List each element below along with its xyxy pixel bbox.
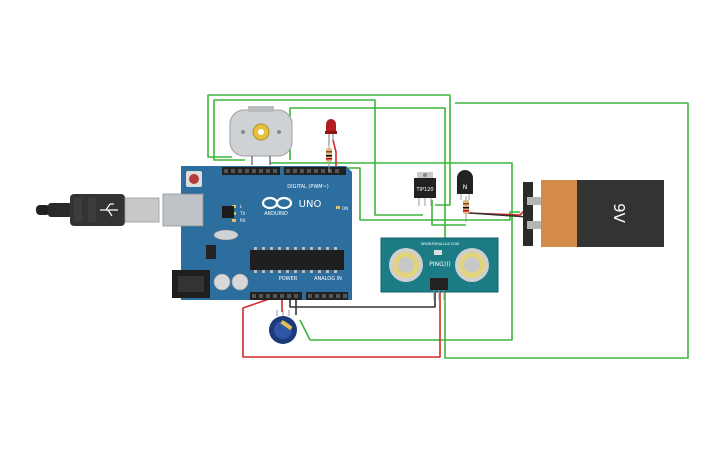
power-label: POWER (279, 276, 298, 282)
usb-port (162, 193, 204, 227)
battery-9v[interactable]: 9V (523, 180, 664, 247)
resistor-base[interactable] (463, 196, 469, 222)
resistor-led[interactable] (326, 145, 332, 172)
atmega-chip (250, 250, 344, 270)
rx-label: RX (240, 218, 246, 223)
wire-black-battery (469, 212, 529, 218)
usb-icon (100, 203, 118, 217)
usb-cable (36, 194, 160, 226)
potentiometer[interactable] (269, 310, 297, 344)
wire-red-power (242, 290, 441, 358)
wire-green-top-loop-1 (207, 94, 451, 206)
battery-cap (541, 180, 578, 247)
tx-label: TX (239, 211, 245, 216)
wire-green-top-loop-2 (213, 99, 423, 216)
capacitor-2 (231, 273, 249, 291)
wire-green-emitter (431, 200, 466, 226)
diode-component[interactable]: N (457, 170, 473, 200)
transistor-tip120[interactable]: TIP120 (414, 172, 436, 206)
sensor-pin-header (430, 278, 448, 290)
wire-green-transistor (320, 167, 520, 221)
voltage-regulator (206, 245, 216, 259)
transistor-label: TIP120 (415, 187, 433, 193)
red-led[interactable] (325, 119, 337, 145)
wire-green-mid-right (270, 162, 513, 341)
arduino-logo-icon (261, 196, 293, 210)
battery-label: 9V (610, 203, 628, 224)
analog-label: ANALOG IN (314, 276, 342, 282)
wire-red-led (332, 139, 337, 170)
l-label: L (240, 204, 243, 209)
ultrasonic-sensor[interactable]: WWW.PARALLAX.COM PING))) (380, 237, 499, 300)
analog-header (306, 292, 348, 300)
arduino-uno-board[interactable]: DIGITAL (PWM~) ARDUINO UNO L TX RX ON (162, 166, 352, 300)
on-label: ON (342, 206, 348, 211)
arduino-brand: ARDUINO (264, 211, 288, 217)
wire-green-right-long (444, 102, 689, 359)
capacitor-1 (213, 273, 231, 291)
diode-label: N (463, 184, 468, 191)
oscillator (213, 229, 239, 241)
digital-label: DIGITAL (PWM~) (287, 184, 329, 190)
sensor-label: PING))) (429, 261, 451, 268)
wire-black-gnd (289, 290, 436, 308)
arduino-model: UNO (299, 199, 322, 210)
usb-chip (222, 206, 234, 218)
digital-header-left (222, 167, 280, 175)
battery-body (577, 180, 664, 247)
dc-motor[interactable] (229, 106, 293, 165)
sensor-url: WWW.PARALLAX.COM (421, 242, 459, 246)
